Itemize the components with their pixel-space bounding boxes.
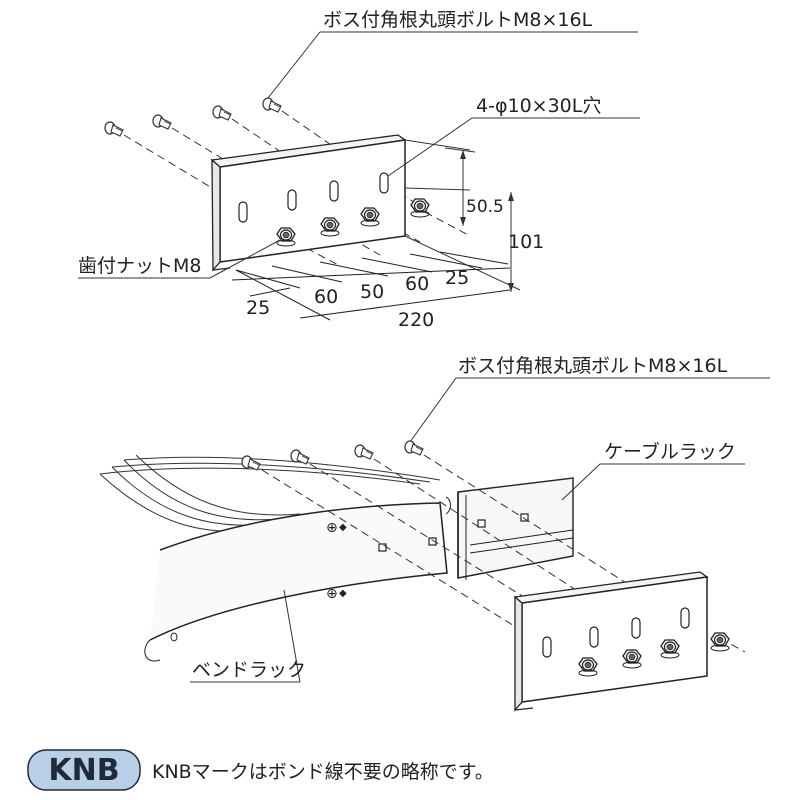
svg-text:⊕: ⊕ (326, 586, 338, 602)
bolt-icon (152, 114, 172, 130)
dim-50-5: 50.5 (466, 197, 504, 217)
nut-label: 歯付ナットM8 (78, 255, 201, 277)
dim-25-right: 25 (445, 267, 469, 289)
footer: KNB KNBマークはボンド線不要の略称です。 (27, 749, 494, 791)
svg-text:⊕: ⊕ (326, 520, 338, 536)
bolt-label-bottom: ボス付角根丸頭ボルトM8×16L (458, 355, 728, 377)
cable-rack-label: ケーブルラック (604, 440, 736, 463)
dim-60-b: 60 (405, 273, 429, 295)
bolt-icon (241, 455, 261, 471)
svg-text:KNB: KNB (48, 753, 119, 788)
dim-leader-25-left (249, 287, 291, 297)
bolt-icon (290, 449, 310, 465)
bolt-label-top: ボス付角根丸頭ボルトM8×16L (323, 9, 593, 31)
nut-icon (710, 632, 730, 652)
slot-hole (379, 172, 389, 194)
knb-note: KNBマークはボンド線不要の略称です。 (152, 761, 494, 783)
bolt-icon (212, 105, 232, 121)
dim-220: 220 (398, 309, 434, 331)
bottom-figure: ボス付角根丸頭ボルトM8×16L ⊕ ◆ ⊕ ◆ (99, 355, 770, 712)
dim-25-left: 25 (246, 297, 270, 319)
bend-rack: ⊕ ◆ ⊕ ◆ (144, 502, 448, 662)
slot-hole (680, 607, 690, 629)
joint-plate-bottom (513, 571, 709, 712)
slot-hole (631, 617, 641, 639)
slot-hole (287, 189, 297, 211)
dim-101: 101 (508, 231, 544, 253)
cable-rack (445, 477, 574, 580)
slot-hole (589, 626, 599, 648)
slot-hole (542, 636, 552, 658)
bolt-icon (262, 97, 282, 113)
bolt-icon (404, 440, 424, 456)
bolt-icon (104, 121, 124, 137)
nut-icon (410, 198, 430, 218)
svg-text:◆: ◆ (339, 588, 347, 599)
joint-plate (210, 134, 407, 272)
svg-text:◆: ◆ (339, 522, 347, 533)
knb-badge: KNB (27, 749, 141, 791)
bend-rack-label: ベンドラック (192, 659, 306, 681)
dim-50: 50 (360, 281, 384, 303)
dim-60-a: 60 (314, 286, 338, 308)
top-figure: ボス付角根丸頭ボルトM8×16L (78, 9, 640, 331)
slot-hole (329, 180, 339, 202)
bolt-icon (354, 444, 374, 460)
hole-label: 4-φ10×30L穴 (476, 95, 601, 117)
slot-hole (238, 201, 248, 223)
